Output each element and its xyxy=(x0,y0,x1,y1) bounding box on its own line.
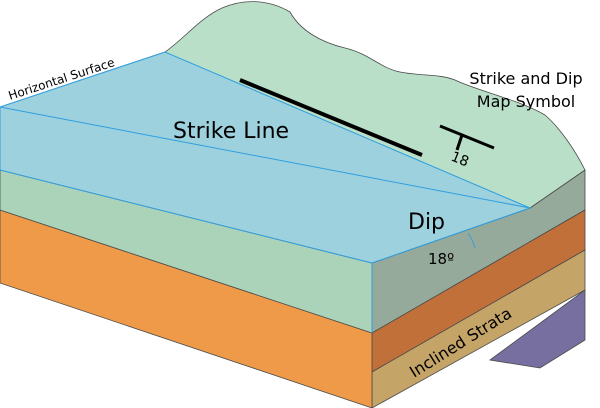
strike-line-label: Strike Line xyxy=(173,119,289,144)
dip-angle-label: 18º xyxy=(428,250,454,268)
strike-dip-title-line1: Strike and Dip xyxy=(469,69,582,88)
strike-line xyxy=(239,78,423,157)
horizontal-plane-edge xyxy=(0,106,531,209)
symbol-dip-value: 18 xyxy=(449,149,472,171)
strike-dip-symbol-icon xyxy=(439,124,495,151)
side-face-purple xyxy=(488,289,586,369)
dip-label: Dip xyxy=(408,210,445,235)
strike-dip-title-line2: Map Symbol xyxy=(477,92,575,111)
dip-angle-arc xyxy=(467,232,476,249)
